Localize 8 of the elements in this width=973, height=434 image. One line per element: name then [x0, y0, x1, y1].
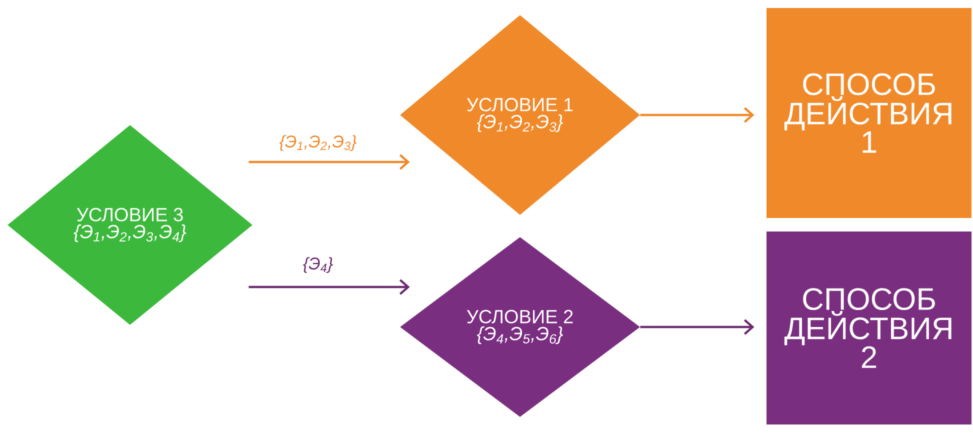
arrow — [248, 279, 410, 295]
arrow — [640, 107, 754, 123]
action-box: СПОСОБ ДЕЙСТВИЯ 2 — [766, 232, 972, 424]
arrow — [248, 154, 410, 170]
edge-label: {Э$_{1}$,Э$_{2}$,Э$_{3}$} — [278, 134, 358, 152]
action-box: СПОСОБ ДЕЙСТВИЯ 1 — [766, 8, 972, 218]
edge-label: {Э$_{4}$} — [302, 256, 334, 274]
arrow — [640, 319, 754, 335]
